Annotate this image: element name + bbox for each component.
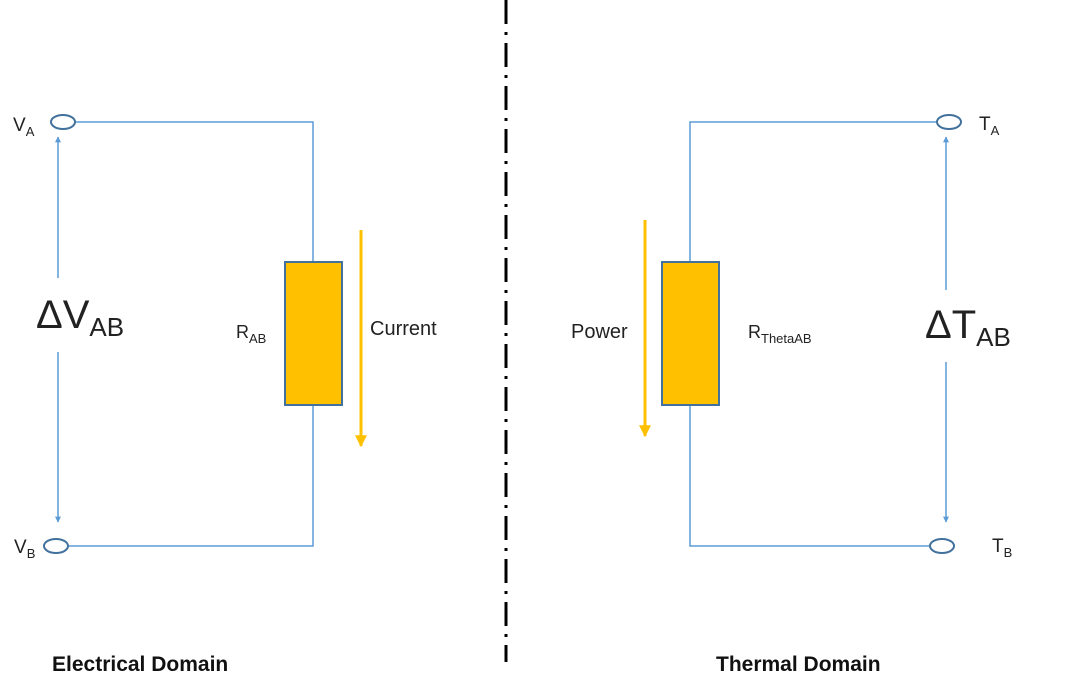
terminal-ta-circle <box>936 114 962 130</box>
resistor-rab-label: RAB <box>236 322 266 346</box>
thermal-circuit: TA TB ΔTAB RThetaAB Power Thermal Domain <box>571 114 1012 676</box>
resistor-rthetaab <box>661 261 720 406</box>
terminal-va-label: VA <box>13 115 35 139</box>
terminal-tb-label: TB <box>992 536 1012 560</box>
resistor-rab <box>284 261 343 406</box>
resistor-rthetaab-label: RThetaAB <box>748 322 812 346</box>
delta-t-label: ΔTAB <box>925 303 1011 352</box>
thermal-top-wire <box>689 121 936 262</box>
power-label: Power <box>571 321 628 343</box>
terminal-vb-label: VB <box>14 537 35 561</box>
terminal-ta-label: TA <box>979 114 1000 138</box>
terminal-va-circle <box>50 114 76 130</box>
electrical-circuit: VA VB ΔVAB RAB Current Electrical Domain <box>13 114 437 676</box>
thermal-domain-label: Thermal Domain <box>716 653 881 676</box>
electrical-domain-label: Electrical Domain <box>52 653 228 676</box>
delta-v-label: ΔVAB <box>36 293 124 342</box>
terminal-tb-circle <box>929 538 955 554</box>
thermal-bottom-wire <box>689 405 929 547</box>
electrical-bottom-wire <box>69 405 314 547</box>
terminal-vb-circle <box>43 538 69 554</box>
electrical-top-wire <box>76 121 314 262</box>
current-label: Current <box>370 318 437 340</box>
